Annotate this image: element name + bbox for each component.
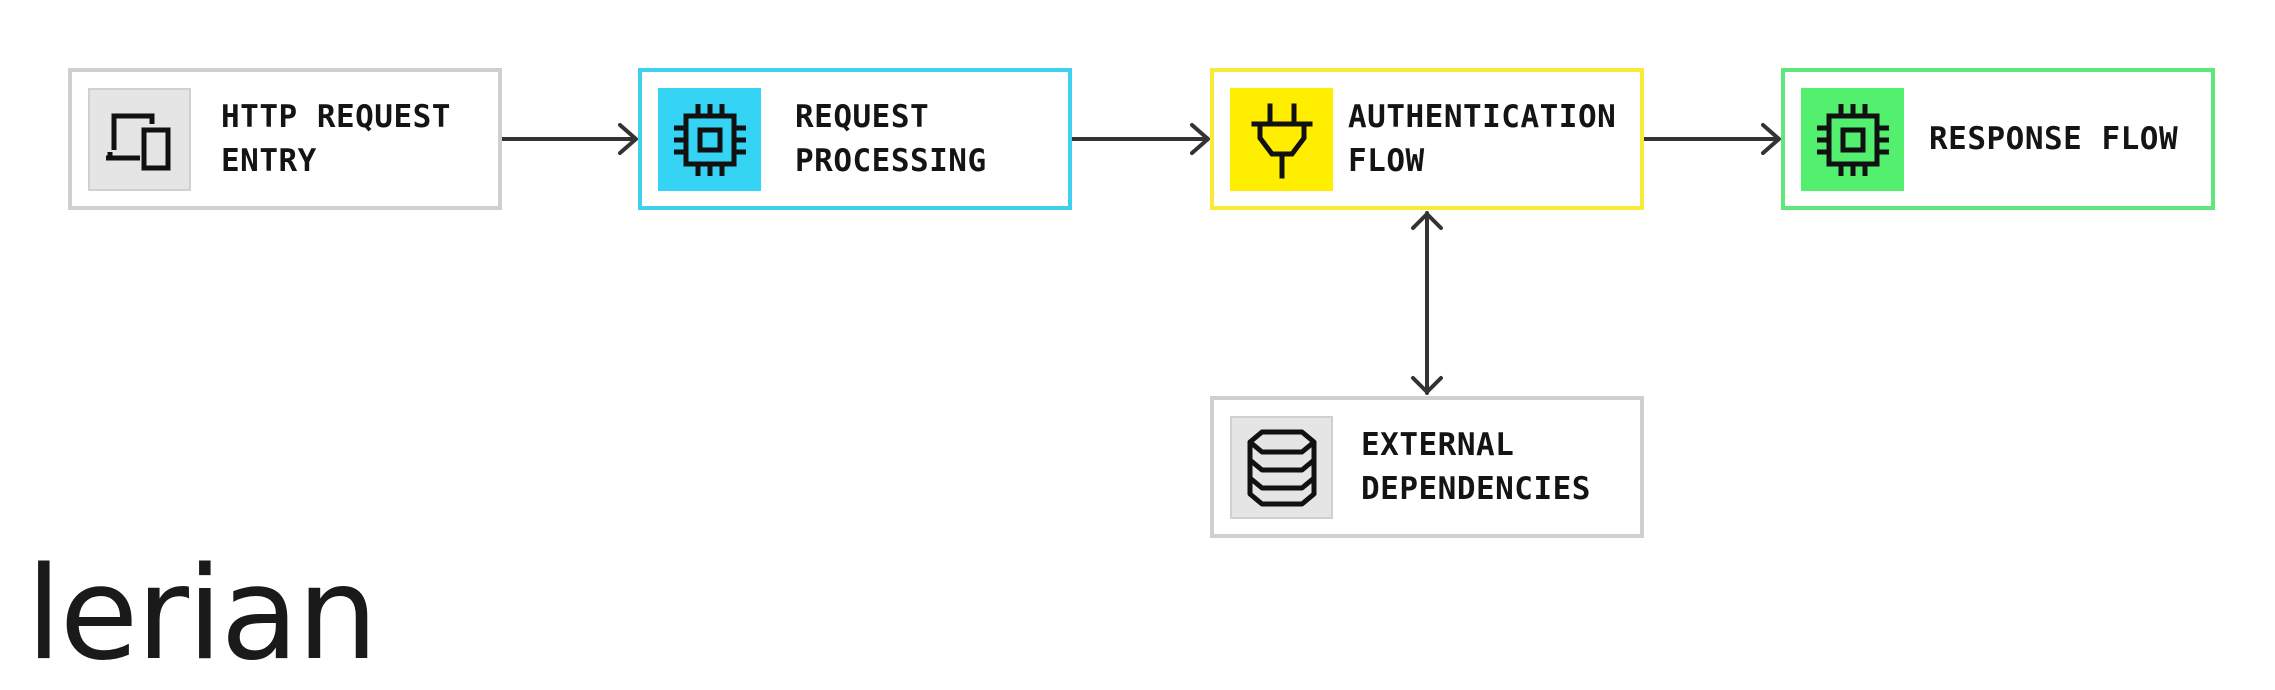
node-external-dependencies: EXTERNAL DEPENDENCIES xyxy=(1210,396,1644,538)
cpu-chip-icon xyxy=(658,88,761,191)
node-request-processing: REQUEST PROCESSING xyxy=(638,68,1072,210)
devices-icon xyxy=(88,88,191,191)
node-label: RESPONSE FLOW xyxy=(1929,121,2179,157)
node-label: AUTHENTICATION FLOW xyxy=(1348,99,1617,179)
cpu-chip-icon xyxy=(1801,88,1904,191)
database-icon xyxy=(1230,416,1333,519)
node-authentication-flow: AUTHENTICATION FLOW xyxy=(1210,68,1644,210)
node-http-request-entry: HTTP REQUEST ENTRY xyxy=(68,68,502,210)
brand-logo: lerian xyxy=(26,540,378,689)
node-label: EXTERNAL DEPENDENCIES xyxy=(1361,427,1591,507)
edge-auth-to-response xyxy=(1642,123,1781,155)
edge-processing-to-auth xyxy=(1070,123,1210,155)
node-label: REQUEST PROCESSING xyxy=(795,99,987,179)
plug-icon xyxy=(1230,88,1333,191)
edge-http-to-processing xyxy=(500,123,638,155)
edge-auth-external-bidirectional xyxy=(1411,211,1443,395)
node-label: HTTP REQUEST ENTRY xyxy=(221,99,451,179)
node-response-flow: RESPONSE FLOW xyxy=(1781,68,2215,210)
